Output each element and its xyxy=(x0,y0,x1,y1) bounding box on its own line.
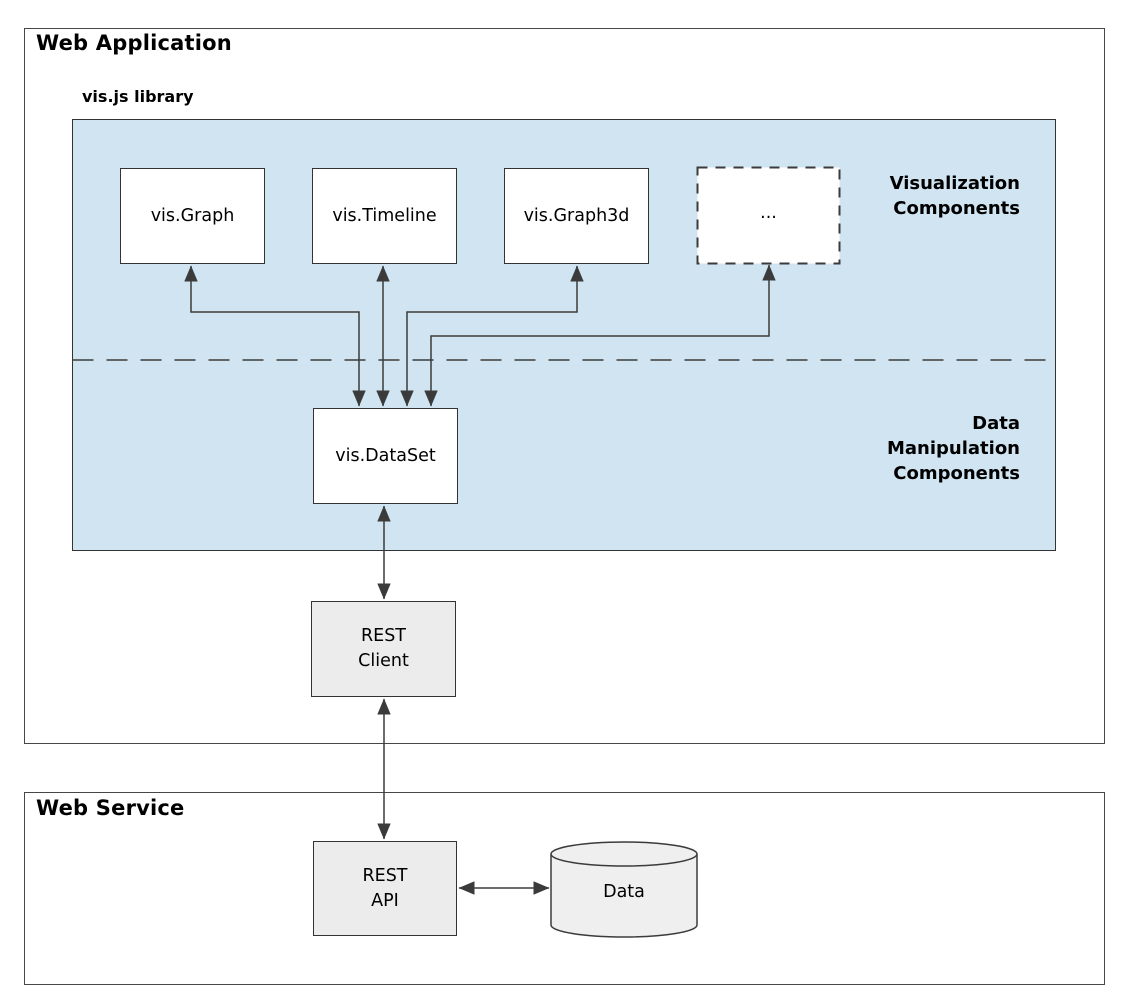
node-vis-graph3d: vis.Graph3d xyxy=(504,168,649,264)
data-store-label: Data xyxy=(603,881,645,902)
node-vis-timeline-label: vis.Timeline xyxy=(332,205,437,226)
node-vis-dataset: vis.DataSet xyxy=(313,408,458,504)
web-service-title: Web Service xyxy=(36,796,185,820)
web-application-title: Web Application xyxy=(36,31,232,55)
node-more-components-label: ... xyxy=(760,202,777,223)
visjs-library-label: vis.js library xyxy=(82,87,194,106)
node-rest-client-label: REST Client xyxy=(358,626,409,671)
node-more-components-label-wrap: ... xyxy=(697,165,840,261)
data-manipulation-components-label: Data Manipulation Components xyxy=(886,413,1020,484)
node-vis-graph-label: vis.Graph xyxy=(150,205,235,226)
node-vis-dataset-label: vis.DataSet xyxy=(335,445,436,466)
node-vis-timeline: vis.Timeline xyxy=(312,168,457,264)
node-rest-api: REST API xyxy=(313,841,457,936)
node-rest-client: REST Client xyxy=(311,601,456,697)
visualization-components-label: Visualization Components xyxy=(889,173,1020,219)
node-rest-api-label: REST API xyxy=(362,865,408,911)
node-vis-graph: vis.Graph xyxy=(120,168,265,264)
data-store-label-wrap: Data xyxy=(551,851,697,933)
node-vis-graph3d-label: vis.Graph3d xyxy=(523,205,630,226)
